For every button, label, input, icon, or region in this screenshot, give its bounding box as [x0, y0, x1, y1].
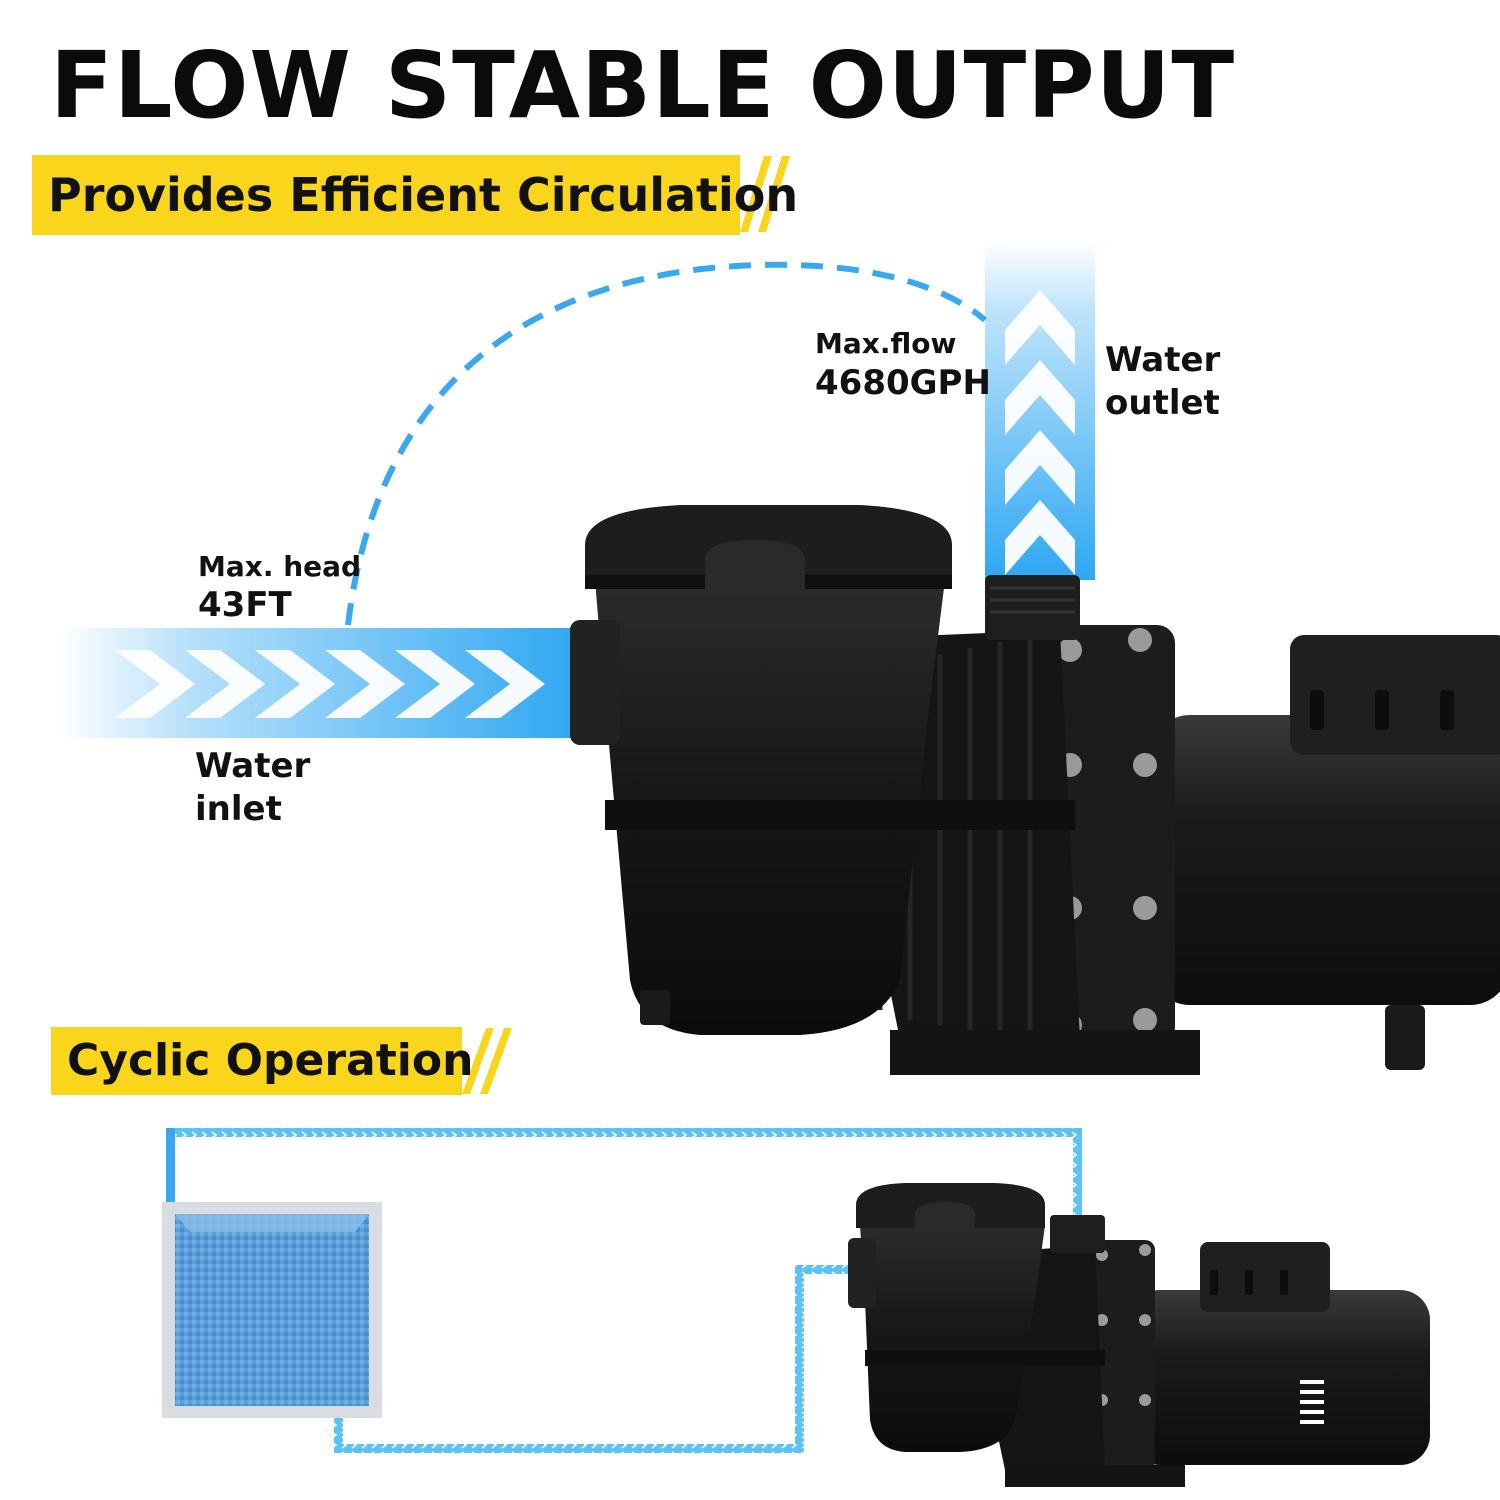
- pool-icon: [162, 1202, 382, 1418]
- pump-small: [848, 1183, 1430, 1487]
- pump-large: [570, 505, 1500, 1075]
- max-head-value: 43FT: [198, 585, 292, 625]
- page-title: FLOW STABLE OUTPUT: [50, 32, 1236, 139]
- max-head-label: Max. head: [198, 550, 362, 583]
- max-flow-label: Max.flow: [815, 327, 957, 360]
- water-inlet-label-line1: Water: [195, 746, 311, 786]
- flow-arc-dashed: [345, 261, 987, 626]
- banner-cyclic-operation: Cyclic Operation: [51, 1027, 473, 1095]
- outlet-stream: [985, 240, 1095, 580]
- max-flow-value: 4680GPH: [815, 363, 991, 403]
- inlet-stream: [60, 628, 580, 738]
- water-outlet-label-line1: Water: [1105, 340, 1221, 380]
- water-outlet-label-line2: outlet: [1105, 383, 1220, 423]
- banner-cyclic-operation-text: Cyclic Operation: [67, 1035, 474, 1086]
- cycle-pipes: [166, 1128, 1082, 1453]
- banner-efficient-circulation-text: Provides Efficient Circulation: [48, 168, 799, 222]
- water-inlet-label-line2: inlet: [195, 789, 282, 829]
- banner-top-slashes: [740, 156, 790, 232]
- banner-bottom-slashes: [462, 1028, 512, 1094]
- banner-efficient-circulation: Provides Efficient Circulation: [32, 155, 798, 235]
